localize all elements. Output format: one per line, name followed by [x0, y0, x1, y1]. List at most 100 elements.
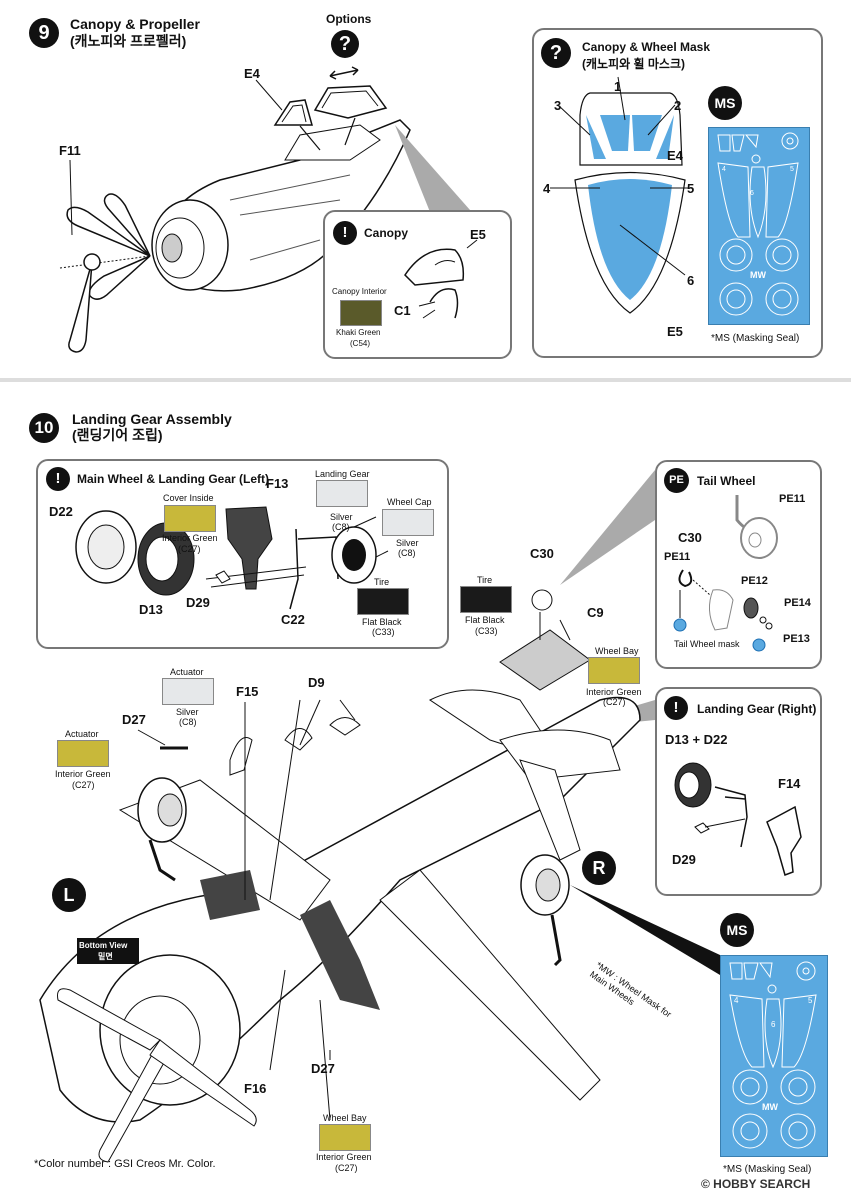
wheel-cap-name: Silver	[396, 538, 419, 548]
mask-part-e4: E4	[667, 148, 683, 163]
wheel-bay-callout-title: Wheel Bay	[595, 646, 639, 656]
actuator-silver-title: Actuator	[170, 667, 204, 677]
left-mark: L	[52, 878, 86, 912]
bottom-view-box	[77, 938, 139, 964]
mask-sheet-top-mw: MW	[750, 270, 766, 280]
step-9-subtitle: (캐노피와 프로펠러)	[70, 33, 187, 49]
actuator-green-name: Interior Green	[55, 769, 111, 779]
right-d13-d22: D13 + D22	[665, 732, 728, 747]
wheel-bay-bottom-name: Interior Green	[316, 1152, 372, 1162]
main-wheel-warning-icon: !	[46, 467, 70, 491]
svg-text:5: 5	[790, 166, 794, 173]
step-9-aircraft-drawing	[59, 66, 470, 353]
khaki-green-swatch	[340, 300, 382, 326]
landing-gear-name: Silver	[330, 512, 353, 522]
tail-c30: C30	[678, 530, 702, 545]
landing-gear-swatch	[316, 480, 368, 507]
svg-text:5: 5	[808, 996, 813, 1005]
mask-sheet-top-cutlines: 6 4 5	[717, 132, 799, 316]
canopy-panel-title: Canopy	[364, 226, 409, 240]
step-9-number: 9	[29, 18, 59, 48]
part-c22: C22	[281, 612, 305, 627]
tail-pe11-left: PE11	[664, 551, 691, 563]
step-9-title: Canopy & Propeller	[70, 16, 200, 32]
options-question-icon: ?	[331, 30, 359, 58]
mask-number-5: 5	[687, 181, 695, 196]
right-f14: F14	[778, 776, 801, 791]
tail-pe11-top: PE11	[779, 493, 806, 505]
mask-number-2: 2	[674, 98, 682, 113]
tail-wheel-panel	[655, 460, 822, 669]
part-d9: D9	[308, 675, 325, 690]
part-c9: C9	[587, 605, 604, 620]
tail-pe14: PE14	[784, 597, 811, 609]
actuator-silver-name: Silver	[176, 707, 199, 717]
mask-part-e5: E5	[667, 324, 683, 339]
actuator-silver-swatch	[162, 678, 214, 705]
part-c1: C1	[394, 303, 411, 318]
tire-callout-swatch	[460, 586, 512, 613]
ms-badge-bottom: MS	[720, 913, 754, 947]
mask-sheet-top	[708, 127, 810, 325]
actuator-green-swatch	[57, 740, 109, 767]
part-d22: D22	[49, 504, 73, 519]
cover-inside-title: Cover Inside	[163, 493, 214, 503]
pe-badge: PE	[664, 468, 689, 493]
right-gear-title: Landing Gear (Right)	[697, 702, 817, 716]
svg-text:4: 4	[722, 166, 726, 173]
wheel-cap-title: Wheel Cap	[387, 497, 432, 507]
tire-swatch	[357, 588, 409, 615]
mask-number-6: 6	[687, 273, 695, 288]
hobby-search-watermark: © HOBBY SEARCH	[701, 1177, 811, 1191]
mask-sheet-bottom-cutlines: 6 4 5	[729, 961, 817, 1149]
cover-inside-name: Interior Green	[162, 533, 218, 543]
tire-title: Tire	[374, 577, 390, 587]
svg-text:6: 6	[750, 190, 754, 197]
wheel-bay-callout-name: Interior Green	[586, 687, 642, 697]
landing-gear-code: (C8)	[332, 522, 350, 532]
part-f16: F16	[244, 1081, 267, 1096]
tail-wheel-title: Tail Wheel	[697, 474, 756, 488]
tire-name: Flat Black	[362, 617, 402, 627]
right-gear-warning-icon: !	[664, 696, 688, 720]
color-number-note: *Color number : GSI Creos Mr. Color.	[34, 1158, 216, 1170]
wheel-bay-bottom-swatch	[319, 1124, 371, 1151]
canopy-interior-title: Canopy Interior	[332, 287, 387, 296]
mask-sheet-bottom	[720, 955, 828, 1157]
tail-wheel-mask-label: Tail Wheel mask	[674, 639, 740, 649]
actuator-silver-code: (C8)	[179, 717, 197, 727]
svg-text:6: 6	[771, 1020, 776, 1029]
canopy-mask-drawing	[550, 76, 690, 314]
right-d29: D29	[672, 852, 696, 867]
part-d27-lower: D27	[311, 1061, 335, 1076]
canopy-warning-icon: !	[333, 221, 357, 245]
tire-callout-title: Tire	[477, 575, 493, 585]
part-e5: E5	[470, 227, 486, 242]
landing-gear-title: Landing Gear	[315, 469, 370, 479]
bottom-view-title: Bottom View	[79, 941, 128, 950]
actuator-green-code: (C27)	[72, 780, 95, 790]
mask-panel-subtitle: (캐노피와 휠 마스크)	[582, 57, 685, 71]
right-gear-drawing	[674, 762, 802, 876]
step-10-subtitle: (랜딩기어 조립)	[72, 427, 163, 443]
khaki-green-label: Khaki Green	[336, 328, 381, 337]
canopy-detail-drawing	[404, 239, 478, 319]
mask-number-1: 1	[614, 79, 622, 94]
part-f11: F11	[59, 143, 81, 158]
part-c30: C30	[530, 546, 554, 561]
tail-pe13: PE13	[783, 633, 810, 645]
step-10-number: 10	[29, 413, 59, 443]
right-mark: R	[582, 851, 616, 885]
part-f13: F13	[266, 476, 289, 491]
wheel-cap-code: (C8)	[398, 548, 416, 558]
wheel-cap-swatch	[382, 509, 434, 536]
section-divider	[0, 378, 851, 382]
mask-number-3: 3	[554, 98, 562, 113]
mask-number-4: 4	[543, 181, 551, 196]
wheel-bay-bottom-title: Wheel Bay	[323, 1113, 367, 1123]
ms-note-bottom: *MS (Masking Seal)	[723, 1164, 812, 1175]
mask-question-icon: ?	[541, 38, 571, 68]
part-e4: E4	[244, 66, 260, 81]
cover-inside-swatch	[164, 505, 216, 532]
svg-text:4: 4	[734, 996, 739, 1005]
